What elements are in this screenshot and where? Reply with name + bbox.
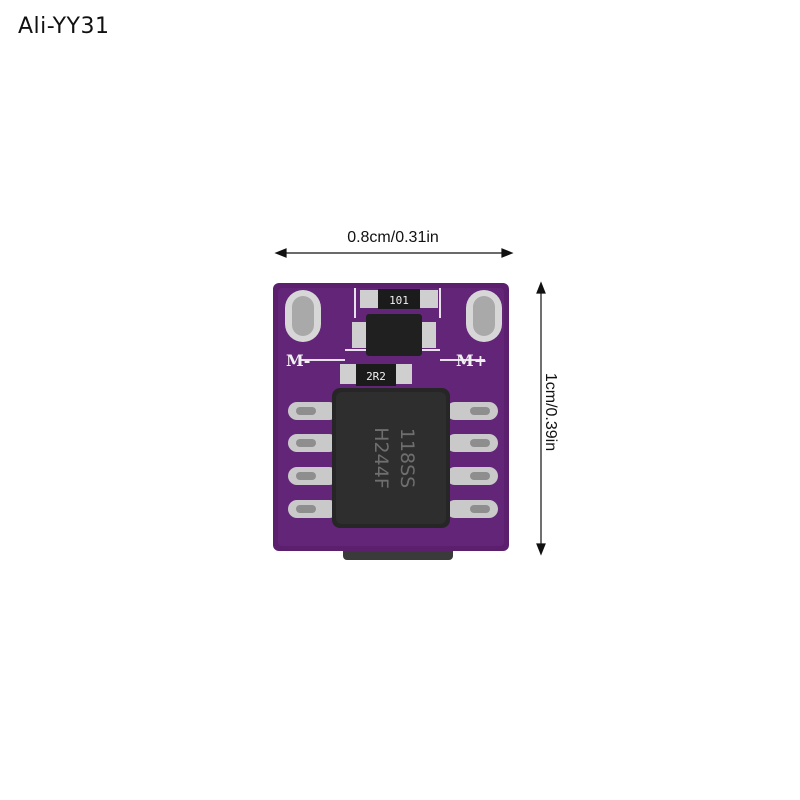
inductor-label: 2R2	[366, 370, 386, 383]
diode-component	[366, 314, 422, 356]
pad-left-label: M-	[286, 351, 310, 370]
height-dimension-arrow	[536, 281, 546, 556]
chip-marking-line2: H244F	[370, 427, 392, 488]
ic-pins-left	[288, 402, 338, 518]
width-label: 0.8cm/0.31in	[347, 229, 439, 246]
height-label: 1cm/0.39in	[542, 372, 559, 452]
resistor	[378, 289, 420, 309]
watermark-text: Ali-YY31	[18, 14, 110, 39]
inductor	[356, 364, 396, 386]
pad-right-label: M+	[456, 351, 487, 370]
width-dimension-arrow	[274, 248, 514, 258]
chip-marking-line1: 118SS	[396, 428, 418, 488]
resistor-label: 101	[389, 294, 409, 307]
